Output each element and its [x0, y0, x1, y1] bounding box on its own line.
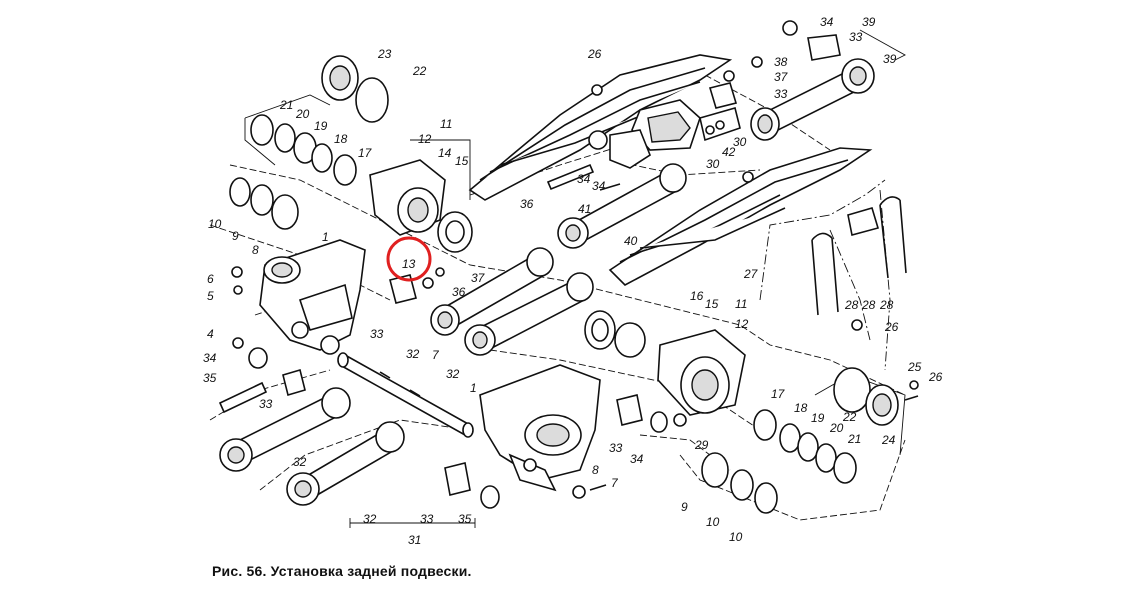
label-12-lower: 12: [735, 317, 749, 331]
label-14-upper: 14: [438, 146, 452, 160]
label-17-upper: 18: [334, 132, 348, 146]
label-15-lower: 16: [690, 289, 704, 303]
label-23: 25: [907, 360, 922, 374]
label-1-lower: 1: [470, 381, 477, 395]
hub-lower: [584, 310, 746, 416]
ring-set-lower: [701, 367, 899, 514]
label-seven: 7: [611, 476, 619, 490]
label-36-left: 36: [452, 285, 466, 299]
label-22-upper: 23: [377, 47, 392, 61]
label-31: 31: [408, 533, 421, 547]
label-13: 13: [402, 257, 416, 271]
label-32-bottom: 32: [363, 512, 377, 526]
bracket-lower: [479, 364, 601, 492]
label-32-left: 32: [293, 455, 307, 469]
label-39-top: 39: [883, 52, 897, 66]
hub-upper: [369, 159, 473, 253]
label-8-upper: 8: [252, 243, 259, 257]
label-40: 41: [578, 202, 591, 216]
label-41: 42: [722, 145, 736, 159]
label-1-upper: 1: [322, 230, 329, 244]
label-8-lower: 9: [681, 500, 688, 514]
bracket-upper: [259, 239, 366, 355]
label-27: 28: [861, 298, 876, 312]
label-11-upper: 11: [440, 117, 452, 131]
label-10-lower: 10: [729, 530, 743, 544]
label-12-upper: 12: [418, 132, 432, 146]
label-34-top-text: 34: [820, 15, 834, 29]
label-38: 39: [862, 15, 876, 29]
label-2: 4: [207, 327, 214, 341]
figure-caption: Рис. 56. Установка задней подвески.: [212, 563, 472, 579]
label-22-lower: 24: [881, 433, 896, 447]
label-36-right: 37: [774, 70, 789, 84]
label-28-right-text: 28: [879, 298, 894, 312]
label-26-lower: 27: [743, 267, 759, 281]
label-5: 7: [432, 348, 440, 362]
label-35-left: 35: [203, 371, 217, 385]
leaf-spring-lower: [608, 147, 873, 286]
label-33-mid: 33: [370, 327, 384, 341]
label-32-mid1: 32: [406, 347, 420, 361]
label-11-lower: 11: [735, 297, 747, 311]
label-14-lower: 15: [705, 297, 719, 311]
label-9-lower: 10: [706, 515, 720, 529]
label-33-lower-mid: 33: [609, 441, 623, 455]
label-16-upper: 17: [358, 146, 373, 160]
label-19-lower: 20: [829, 421, 844, 435]
label-34-mid-text: 34: [577, 172, 591, 186]
label-6: 8: [592, 463, 599, 477]
label-33-left: 33: [259, 397, 273, 411]
label-33-top: 33: [849, 30, 863, 44]
label-10-upper: 10: [208, 217, 222, 231]
label-20-upper: 21: [279, 98, 293, 112]
fasteners: [218, 56, 919, 509]
label-9-upper: 9: [232, 229, 239, 243]
label-28-left: 28: [844, 298, 859, 312]
label-15-upper: 15: [455, 154, 469, 168]
label-33-bottom: 33: [420, 512, 434, 526]
label-20-lower: 21: [847, 432, 861, 446]
label-29: 29: [694, 438, 709, 452]
part-labels: 23 22 21 20 19 18 17 11 12 14 15 13 10 9…: [203, 15, 943, 547]
u-bolts: [811, 196, 907, 331]
axle-shaft: [337, 352, 474, 438]
highlight-circle: [386, 236, 432, 282]
leaf-spring-upper: [468, 54, 733, 201]
label-33-right: 33: [774, 87, 788, 101]
label-18-upper: 19: [314, 119, 328, 133]
label-32-mid2: 32: [446, 367, 460, 381]
label-19-upper: 20: [295, 107, 310, 121]
label-37-left: 37: [471, 271, 486, 285]
label-21-lower: 22: [842, 410, 857, 424]
label-24: 26: [928, 370, 943, 384]
ring-set-upper: [229, 55, 389, 230]
label-3: 5: [207, 289, 214, 303]
label-37-right: 38: [774, 55, 788, 69]
reaction-rods: [219, 20, 875, 506]
label-30-left: 30: [706, 157, 720, 171]
label-30-right: 30: [733, 135, 747, 149]
label-35-mid: 36: [520, 197, 534, 211]
label-4: 6: [207, 272, 214, 286]
label-17-lower: 18: [794, 401, 808, 415]
label-34-lower-mid: 34: [630, 452, 644, 466]
label-34-bottom: 35: [458, 512, 472, 526]
label-21-upper: 22: [412, 64, 427, 78]
label-16-lower: 17: [771, 387, 786, 401]
label-26-upper-text: 26: [587, 47, 602, 61]
label-18-lower: 19: [811, 411, 825, 425]
label-39-mid: 40: [624, 234, 638, 248]
label-34-left: 34: [203, 351, 217, 365]
label-25: 26: [884, 320, 899, 334]
label-33-upper-mid: 34: [592, 179, 606, 193]
